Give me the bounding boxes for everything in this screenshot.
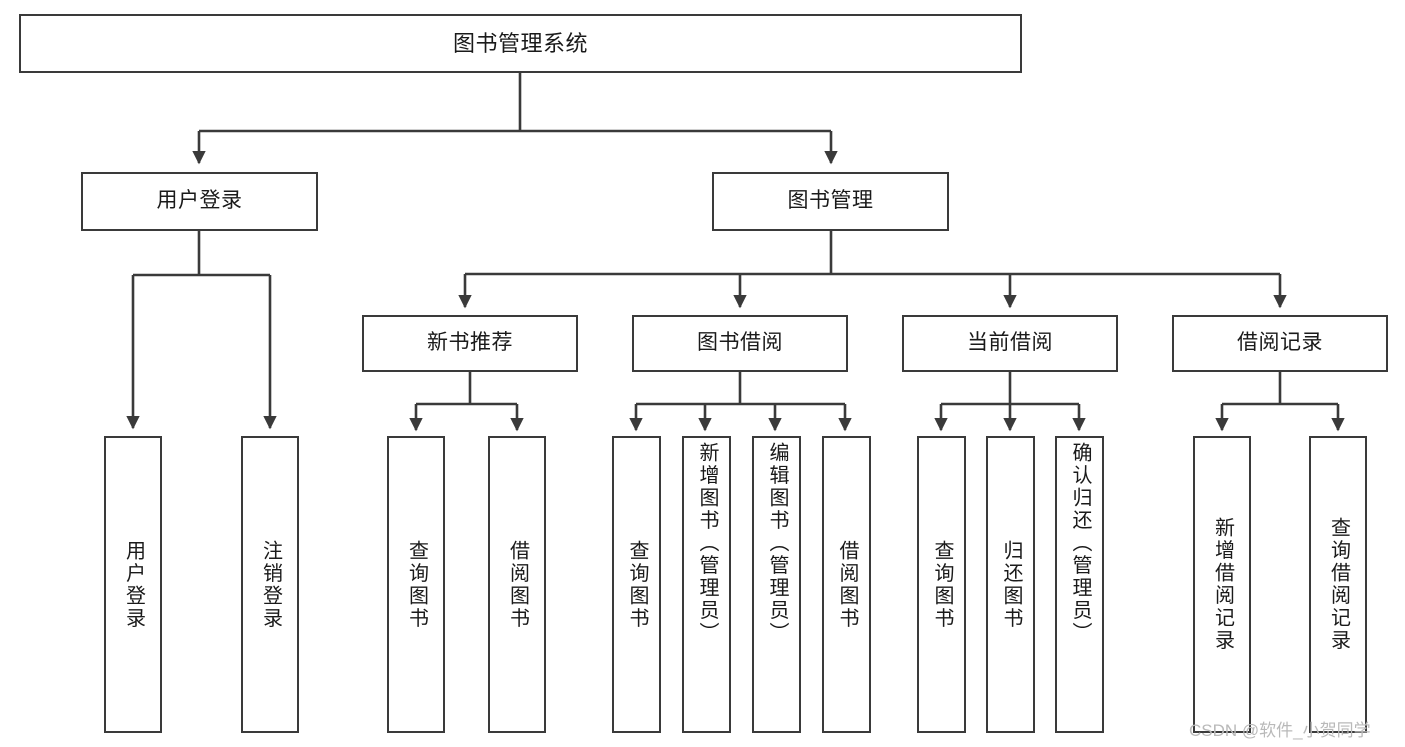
leaf-logout[interactable]: 注销登录 [241,436,299,733]
node-label: 查询图书 [405,539,428,630]
node-label: 借阅记录 [1237,331,1323,355]
leaf-query-book-current[interactable]: 查询图书 [917,436,966,733]
node-root-system[interactable]: 图书管理系统 [19,14,1022,73]
node-label: 借阅图书 [506,539,529,630]
node-label: 图书管理 [787,189,874,213]
node-label: 新增图书（管理员） [696,442,718,645]
node-new-book-recommend[interactable]: 新书推荐 [362,315,578,372]
leaf-query-book-recommend[interactable]: 查询图书 [387,436,445,733]
node-label: 图书管理系统 [452,30,588,56]
node-label: 用户登录 [156,189,243,213]
node-borrow-record[interactable]: 借阅记录 [1172,315,1388,372]
leaf-edit-book-admin[interactable]: 编辑图书（管理员） [752,436,801,733]
node-user-login[interactable]: 用户登录 [81,172,318,231]
node-label: 查询图书 [931,539,953,630]
node-book-borrow[interactable]: 图书借阅 [632,315,848,372]
node-label: 借阅图书 [836,539,858,630]
leaf-query-borrow-record[interactable]: 查询借阅记录 [1309,436,1367,733]
watermark-csdn: CSDN @软件_小贺同学 [1189,721,1371,740]
leaf-user-login[interactable]: 用户登录 [104,436,162,733]
node-label: 图书借阅 [697,331,783,355]
node-label: 当前借阅 [967,331,1053,355]
leaf-return-book[interactable]: 归还图书 [986,436,1035,733]
node-label: 查询借阅记录 [1327,517,1350,652]
node-label: 注销登录 [259,539,282,630]
node-label: 用户登录 [122,539,145,630]
leaf-borrow-book-recommend[interactable]: 借阅图书 [488,436,546,733]
leaf-query-book-borrow[interactable]: 查询图书 [612,436,661,733]
leaf-add-book-admin[interactable]: 新增图书（管理员） [682,436,731,733]
leaf-confirm-return-admin[interactable]: 确认归还（管理员） [1055,436,1104,733]
node-label: 确认归还（管理员） [1069,442,1091,645]
leaf-add-borrow-record[interactable]: 新增借阅记录 [1193,436,1251,733]
node-label: 新增借阅记录 [1211,517,1234,652]
node-label: 归还图书 [1000,539,1022,630]
node-current-borrow[interactable]: 当前借阅 [902,315,1118,372]
node-label: 查询图书 [626,539,648,630]
node-book-management[interactable]: 图书管理 [712,172,949,231]
node-label: 编辑图书（管理员） [766,442,788,645]
leaf-borrow-book[interactable]: 借阅图书 [822,436,871,733]
node-label: 新书推荐 [427,331,513,355]
